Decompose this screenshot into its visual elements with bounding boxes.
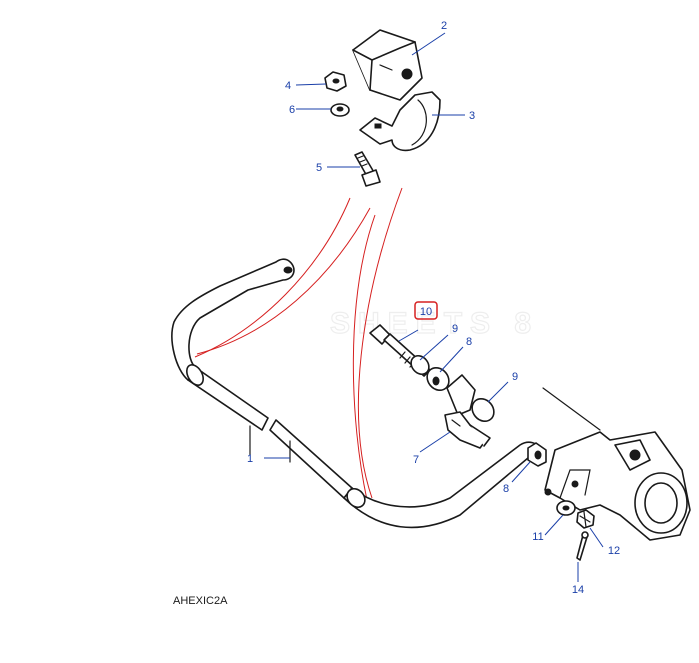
callout-4: 4 bbox=[285, 80, 291, 92]
stabiliser-bar bbox=[171, 258, 541, 529]
callout-8: 8 bbox=[503, 483, 509, 495]
callout-11: 10 bbox=[420, 306, 432, 318]
callout-9-upper: 8 bbox=[466, 336, 472, 348]
clamp-bracket-part-3 bbox=[359, 91, 441, 152]
washer-part-12 bbox=[556, 500, 576, 516]
leader-lines bbox=[264, 32, 604, 582]
axle-bracket-housing bbox=[542, 387, 691, 541]
callout-12: 11 bbox=[532, 531, 543, 543]
callout-5: 5 bbox=[316, 162, 322, 174]
bush-part-9-upper bbox=[426, 366, 450, 392]
callout-11-highlighted: 10 bbox=[414, 301, 438, 320]
nut-part-4 bbox=[324, 71, 347, 92]
callouts: 2 4 6 3 5 1 10 9 8 9 7 8 11 12 14 bbox=[247, 20, 620, 596]
callout-10: 9 bbox=[452, 323, 458, 335]
callout-1: 1 bbox=[247, 453, 253, 465]
washer-part-10 bbox=[410, 354, 430, 376]
nut-part-8 bbox=[527, 442, 547, 467]
callout-9-lower: 9 bbox=[512, 371, 518, 383]
callout-14: 14 bbox=[572, 584, 584, 596]
callout-6: 6 bbox=[289, 104, 295, 116]
split-pin-part-14 bbox=[576, 531, 589, 561]
drop-link-part-7 bbox=[444, 374, 491, 449]
watermark-text: SHEETS 8 bbox=[330, 307, 539, 340]
drawing-code: AHEXIC2A bbox=[173, 595, 228, 607]
bolt-part-5 bbox=[354, 151, 381, 187]
installation-path-lines bbox=[194, 187, 403, 501]
castellated-nut-part-13 bbox=[576, 509, 595, 529]
bush-part-9-lower bbox=[471, 397, 495, 423]
callout-13: 12 bbox=[608, 545, 620, 557]
callout-3: 3 bbox=[469, 110, 475, 122]
rubber-bush-part-2 bbox=[352, 29, 423, 101]
callout-7: 7 bbox=[413, 454, 419, 466]
callout-2: 2 bbox=[441, 20, 447, 32]
washer-part-6 bbox=[330, 103, 350, 117]
